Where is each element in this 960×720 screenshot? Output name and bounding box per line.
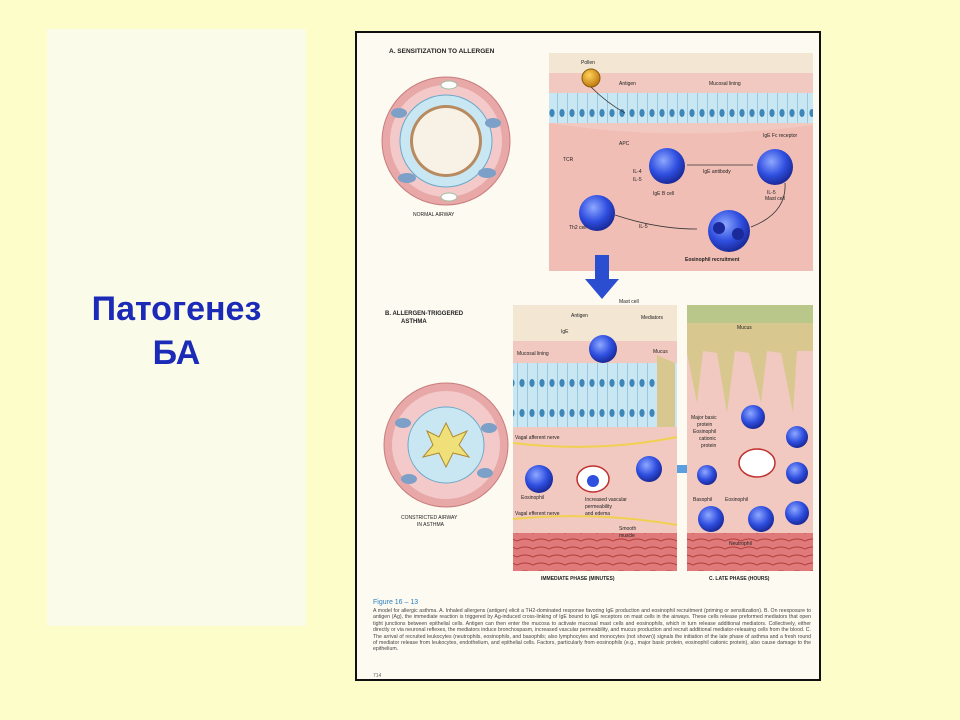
eosinophil-label-c: Eosinophil — [693, 429, 716, 435]
late-phase-label: C. LATE PHASE (HOURS) — [709, 576, 770, 582]
cationic-label: cationic — [699, 436, 716, 442]
immediate-phase-label: IMMEDIATE PHASE (MINUTES) — [541, 576, 615, 582]
figure-number: Figure 16 – 13 — [373, 599, 419, 606]
mast-cell-label-a: Mast cell — [765, 196, 785, 202]
eosinophil-label-c2: Eosinophil — [725, 497, 748, 503]
mucosal-lining-label-b: Mucosal lining — [517, 351, 549, 357]
il5-label: IL-5 — [633, 177, 642, 183]
neutrophil-label: Neutrophil — [729, 541, 752, 547]
protein-label-b: protein — [701, 443, 717, 449]
figure-illustration: A. SENSITIZATION TO ALLERGEN NORMAL AIRW… — [381, 48, 813, 582]
eosinophil-recruitment-label: Eosinophil recruitment — [685, 257, 740, 263]
il5-label-c: IL-5 — [639, 224, 648, 230]
slide-title-line2: БА — [152, 334, 201, 372]
il5-label-b: IL-5 — [767, 190, 776, 196]
and-edema-label: and edema — [585, 511, 610, 517]
panel-b-heading-line2: ASTHMA — [401, 319, 427, 325]
major-basic-label: Major basic — [691, 415, 717, 421]
constricted-airway-label-line1: CONSTRICTED AIRWAY — [401, 515, 458, 521]
arrow-down-icon — [585, 255, 619, 299]
late-phase-scene — [687, 305, 813, 571]
il4-label: IL-4 — [633, 169, 642, 175]
ige-label-b: IgE — [561, 329, 569, 335]
basophil-label: Basophil — [693, 497, 712, 503]
vagal-efferent-label: Vagal efferent nerve — [515, 511, 560, 517]
smooth-label: Smooth — [619, 526, 636, 532]
constricted-airway-diagram — [383, 382, 509, 508]
mucus-label-c: Mucus — [737, 325, 752, 331]
slide-title-line1: Патогенез — [91, 290, 262, 328]
antigen-label-a: Antigen — [619, 81, 636, 87]
constricted-airway-label-line2: IN ASTHMA — [417, 522, 445, 528]
ige-b-cell-label: IgE B cell — [653, 191, 674, 197]
antigen-label-b: Antigen — [571, 313, 588, 319]
apc-label: APC — [619, 141, 630, 147]
tcr-label: TCR — [563, 157, 574, 163]
slide-title: Патогенез БА — [47, 287, 306, 375]
mucus-label-b: Mucus — [653, 349, 668, 355]
increased-vascular-label: Increased vascular — [585, 497, 627, 503]
permeability-label: permeability — [585, 504, 612, 510]
protein-label: protein — [697, 422, 713, 428]
page-number: 714 — [373, 673, 382, 679]
mediators-label: Mediators — [641, 315, 663, 321]
ige-fc-receptor-label: IgE Fc receptor — [763, 133, 798, 139]
title-panel: Патогенез БА — [47, 29, 306, 626]
ige-antibody-label: IgE antibody — [703, 169, 731, 175]
mast-cell-label-b: Mast cell — [619, 299, 639, 305]
panel-a-heading: A. SENSITIZATION TO ALLERGEN — [389, 48, 495, 55]
pollen-label: Pollen — [581, 60, 595, 66]
immediate-phase-scene — [512, 305, 678, 571]
sensitization-scene — [549, 53, 813, 271]
eosinophil-label-b: Eosinophil — [521, 495, 544, 501]
panel-b-heading-line1: B. ALLERGEN-TRIGGERED — [385, 311, 464, 317]
mucosal-lining-label-a: Mucosal lining — [709, 81, 741, 87]
th2-cell-label: Th2 cell — [569, 225, 587, 231]
figure-caption: A model for allergic asthma. A. Inhaled … — [373, 608, 811, 653]
normal-airway-diagram — [381, 76, 511, 206]
muscle-label: muscle — [619, 533, 635, 539]
textbook-figure: A. SENSITIZATION TO ALLERGEN NORMAL AIRW… — [355, 31, 821, 681]
normal-airway-label: NORMAL AIRWAY — [413, 212, 455, 218]
vagal-afferent-label: Vagal afferent nerve — [515, 435, 560, 441]
